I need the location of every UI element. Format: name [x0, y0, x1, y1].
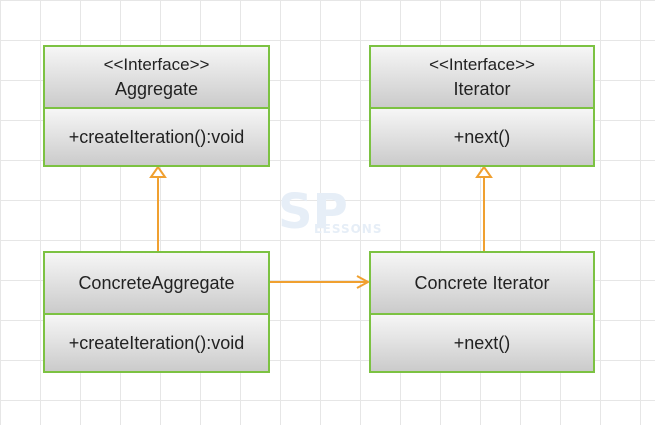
concrete-aggregate-name: ConcreteAggregate — [78, 272, 235, 293]
aggregate-interface-box[interactable]: <<Interface>> Aggregate +createIteration… — [43, 45, 270, 167]
iterator-method: +next() — [453, 126, 511, 147]
iterator-header: <<Interface>> Iterator — [371, 47, 593, 107]
concrete-iterator-methods: +next() — [371, 313, 593, 371]
iterator-name: Iterator — [453, 79, 511, 99]
aggregate-header: <<Interface>> Aggregate — [45, 47, 268, 107]
aggregate-methods: +createIteration():void — [45, 107, 268, 165]
iterator-methods: +next() — [371, 107, 593, 165]
concrete-iterator-name: Concrete Iterator — [414, 272, 550, 293]
concrete-iterator-method: +next() — [453, 332, 511, 353]
concrete-aggregate-method: +createIteration():void — [68, 332, 245, 353]
aggregate-name: Aggregate — [114, 79, 199, 99]
open-arrowhead-association — [356, 275, 371, 289]
hollow-arrowhead-aggregate — [149, 165, 167, 178]
concrete-aggregate-box[interactable]: ConcreteAggregate +createIteration():voi… — [43, 251, 270, 373]
concrete-iterator-box[interactable]: Concrete Iterator +next() — [369, 251, 595, 373]
iterator-interface-box[interactable]: <<Interface>> Iterator +next() — [369, 45, 595, 167]
concrete-aggregate-methods: +createIteration():void — [45, 313, 268, 371]
aggregate-method: +createIteration():void — [68, 126, 245, 147]
splessons-watermark-logo: SP LESSONS — [278, 184, 383, 240]
hollow-arrowhead-iterator — [475, 165, 493, 178]
aggregate-stereotype: <<Interface>> — [103, 55, 210, 74]
concrete-aggregate-header: ConcreteAggregate — [45, 253, 268, 313]
concrete-iterator-header: Concrete Iterator — [371, 253, 593, 313]
iterator-stereotype: <<Interface>> — [429, 55, 535, 74]
